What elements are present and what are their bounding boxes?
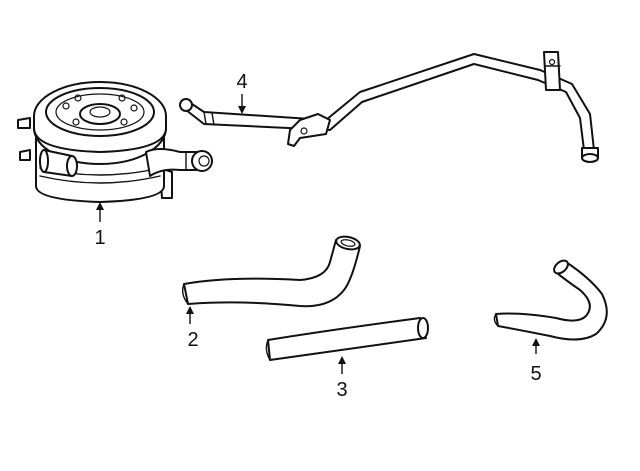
callout-leader-1 [96,202,104,222]
hose-small-drawing [493,259,608,341]
callout-leader-5 [532,338,540,354]
hose-upper-drawing [181,235,361,308]
callout-leader-2 [186,306,194,324]
callout-label-3: 3 [336,379,347,401]
pipe-drawing [179,51,599,163]
oil-cooler-drawing [17,81,213,203]
callout-label-4: 4 [236,71,247,93]
callout-label-5: 5 [530,363,541,385]
callout-label-1: 1 [94,227,105,249]
callout-leader-3 [338,356,346,374]
callout-label-2: 2 [187,329,198,351]
callout-leader-4 [238,94,246,114]
hose-lower-drawing [265,317,429,361]
